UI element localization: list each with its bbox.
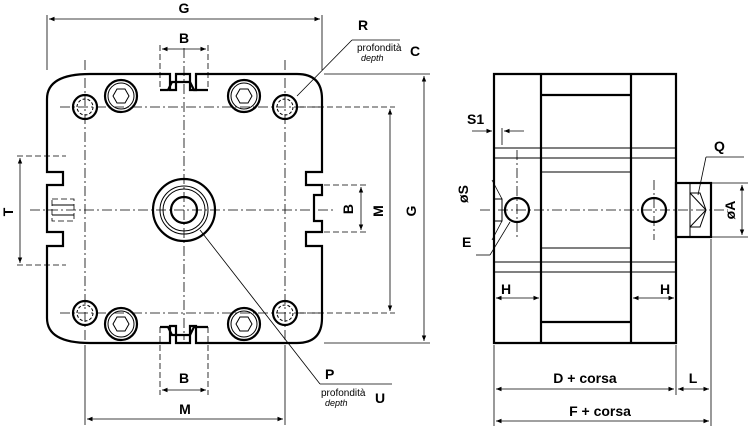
dim-M-bottom: M [84,345,286,425]
top-notch [160,80,208,92]
label-D-corsa: D + corsa [553,370,617,386]
leader-P-U: P profondità depth U [199,229,392,408]
leader-E: E [462,221,511,256]
leader-Q: Q [697,138,744,196]
label-H-right: H [660,281,670,297]
label-B-mid: B [340,204,356,214]
label-U: U [375,390,385,406]
dim-G-top: G [46,0,323,70]
piston-rod-end [151,177,217,243]
label-Q: Q [714,138,725,154]
bottom-notch [160,325,208,337]
rod-end [674,181,713,239]
port-left [503,196,531,224]
dim-A: øA [711,182,748,238]
thread-hole-top-left [71,93,99,121]
screw-bottom-left [103,306,139,342]
label-S1: S1 [467,111,484,127]
dim-F-corsa: F + corsa [496,403,709,424]
leader-R-C: R profondità depth C [296,17,420,97]
screw-top-left [103,78,139,114]
label-B-top: B [179,30,189,46]
label-S: øS [455,185,471,203]
dim-H-right: H [630,222,677,302]
port-right [640,196,668,224]
dim-H-left: H [493,222,542,302]
label-G-top: G [179,0,190,16]
screw-top-right [226,78,262,114]
dim-M-vertical: M [300,106,395,314]
label-F-corsa: F + corsa [569,403,631,419]
dim-G-vertical: G [324,73,430,344]
label-depth-bottom: depth [325,398,348,408]
front-body-outline [45,72,324,345]
label-profondita-top: profondità [357,43,402,54]
side-body-outline [492,72,678,345]
label-A: øA [722,201,738,220]
label-P: P [325,366,334,382]
dim-S: øS [455,179,503,241]
dim-D-corsa: D + corsa [493,345,677,426]
dim-S1: S1 [467,111,524,145]
thread-hole-top-right [271,93,299,121]
label-profondita-bottom: profondità [321,388,366,399]
dim-B-bottom: B [159,327,209,395]
label-M-bottom: M [179,401,191,417]
label-L: L [689,370,698,386]
dim-L: L [678,239,712,426]
label-B-bottom: B [179,370,189,386]
label-M-vertical: M [370,205,386,217]
label-depth-top: depth [361,53,384,63]
screw-bottom-right [226,306,262,342]
label-G-vertical: G [403,205,419,216]
label-C: C [410,43,420,59]
dim-B-top: B [159,30,209,90]
label-H-left: H [501,281,511,297]
dim-B-mid: B [306,184,366,233]
label-E: E [462,234,471,250]
thread-hole-bottom-right [271,299,299,327]
thread-hole-bottom-left [71,299,99,327]
label-R: R [358,17,368,33]
label-T: T [0,207,16,216]
side-view: S1 øS E H H [455,72,748,426]
dim-T: T [0,155,66,266]
front-view: G B R profondità depth C T [0,0,430,425]
